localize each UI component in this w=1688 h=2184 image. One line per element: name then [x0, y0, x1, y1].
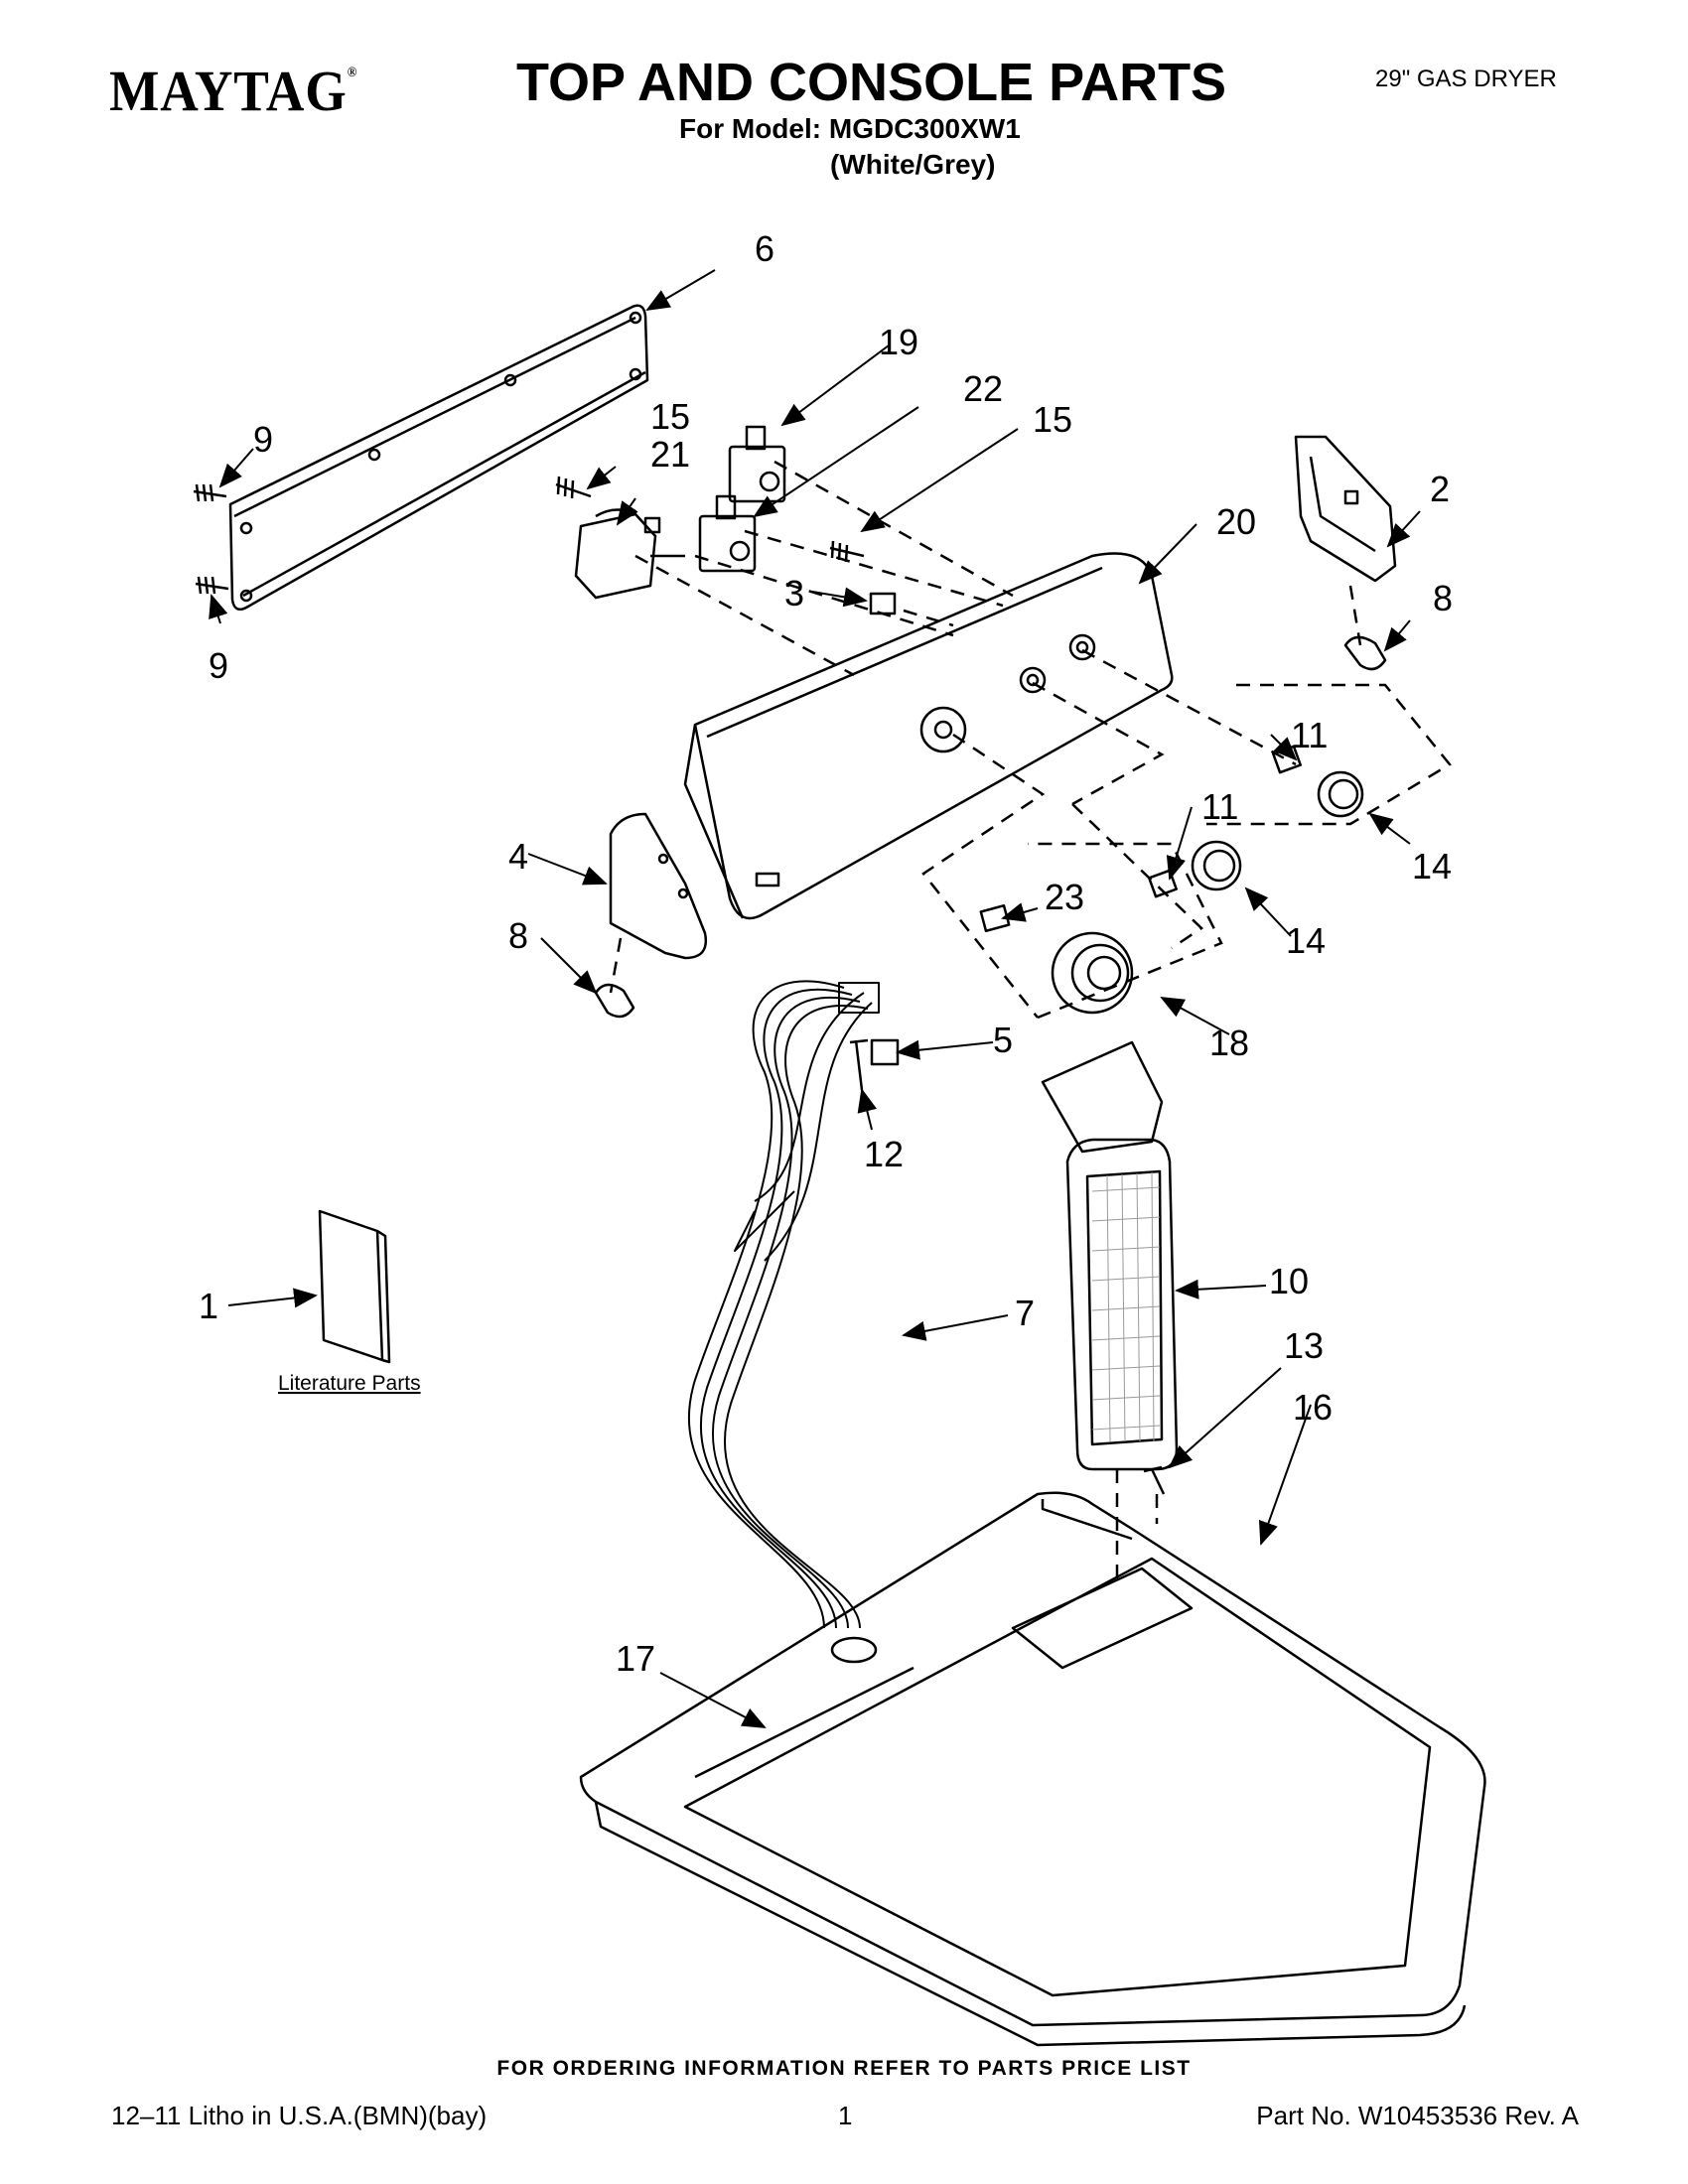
rotary-switch-part [698, 425, 786, 573]
callout-13: 13 [1284, 1325, 1324, 1366]
screw-part [1143, 1465, 1166, 1495]
callout-12: 12 [864, 1134, 904, 1174]
console-bracket-part [228, 304, 649, 611]
brand-logo: MAYTAG® [109, 59, 358, 123]
callout-17: 17 [616, 1638, 655, 1679]
end-cap-left-part [609, 812, 708, 960]
callout-8: 8 [508, 915, 528, 956]
page-title: TOP AND CONSOLE PARTS [516, 53, 1227, 112]
callout-16: 16 [1293, 1387, 1333, 1428]
ordering-note: FOR ORDERING INFORMATION REFER TO PARTS … [496, 2057, 1192, 2080]
lint-screen-mesh [1091, 1171, 1161, 1442]
screw-part [555, 476, 865, 563]
knob-clip-part [869, 592, 897, 615]
end-cap-right-part [1294, 435, 1397, 583]
callout-9: 9 [253, 419, 273, 460]
callout-5: 5 [993, 1020, 1013, 1060]
callout-20: 20 [1216, 501, 1256, 542]
screw-part [193, 483, 229, 595]
callout-2: 2 [1430, 469, 1450, 509]
callout-18: 18 [1209, 1023, 1249, 1063]
callout-11: 11 [1201, 786, 1238, 827]
screw-part [849, 1038, 869, 1091]
callout-14: 14 [1412, 846, 1452, 887]
callout-22: 22 [963, 368, 1003, 409]
callout-15: 15 [650, 396, 690, 437]
callout-19: 19 [879, 322, 918, 362]
callout-leaders [209, 269, 1421, 1728]
literature-parts-label: Literature Parts [278, 1372, 421, 1395]
callout-21: 21 [650, 434, 690, 475]
wire-harness-part [687, 980, 880, 1629]
timer-switch-part [574, 508, 685, 600]
print-info: 12–11 Litho in U.S.A.(BMN)(bay) [111, 2101, 488, 2130]
assembly-guide-lines [609, 460, 1452, 1588]
callout-numbers: 6 9 9 19 22 15 15 21 3 20 2 8 11 11 14 1… [199, 228, 1453, 1679]
callout-11: 11 [1291, 715, 1328, 755]
callout-14: 14 [1286, 920, 1326, 961]
dryer-top-part [579, 1491, 1486, 2047]
clip-part [594, 635, 1387, 1019]
console-panel-part [683, 552, 1174, 920]
page-number: 1 [838, 2101, 853, 2130]
model-variant: (White/Grey) [830, 149, 996, 180]
callout-10: 10 [1269, 1261, 1309, 1301]
model-line: For Model: MGDC300XW1 [679, 113, 1021, 144]
product-type: 29" GAS DRYER [1375, 66, 1557, 92]
knob-part [1147, 745, 1364, 898]
callout-23: 23 [1045, 877, 1084, 917]
callout-4: 4 [508, 836, 528, 877]
terminal-block-part [870, 1038, 900, 1066]
callout-8: 8 [1433, 578, 1453, 618]
part-number: Part No. W10453536 Rev. A [1256, 2101, 1579, 2130]
callout-1: 1 [199, 1286, 218, 1326]
callout-9: 9 [209, 645, 228, 686]
callout-3: 3 [784, 573, 804, 614]
callout-15: 15 [1033, 399, 1072, 440]
callout-7: 7 [1015, 1293, 1035, 1333]
timer-knob-part [979, 903, 1134, 1015]
literature-book-part [318, 1209, 391, 1364]
callout-6: 6 [755, 228, 774, 269]
